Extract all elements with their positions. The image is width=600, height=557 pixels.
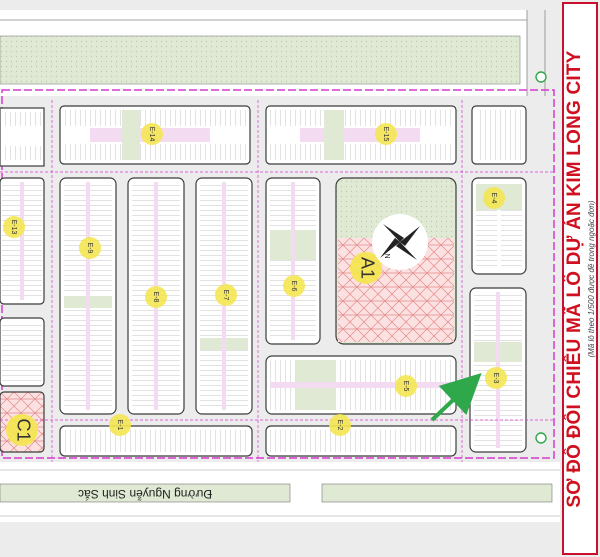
block-e15 (0, 107, 45, 167)
street-median (0, 483, 291, 503)
label-c1: C1 (13, 418, 33, 441)
lot-boundary-lines (0, 100, 554, 462)
pointer-arrow-icon (430, 372, 482, 422)
block-e5 (265, 355, 457, 415)
junction-marker (535, 432, 547, 444)
block-e16 (265, 105, 457, 165)
block-e1 (59, 425, 253, 457)
block-right-top (471, 105, 527, 165)
compass-icon: N (372, 214, 428, 270)
label-e6: E-6 (290, 281, 297, 292)
block-e2 (265, 425, 457, 457)
label-e1: E-1 (116, 420, 123, 431)
label-e8: E-8 (152, 292, 159, 303)
street-name: Đường Nguyễn Sinh Sắc (78, 487, 212, 502)
map-subtitle: (Mã lô theo 1/500 được đề trong ngoặc đơ… (587, 199, 596, 358)
green-park-strip (0, 35, 521, 85)
title-panel: SƠ ĐỒ ĐỐI CHIẾU MÃ LÔ DỰ ÁN KIM LONG CIT… (562, 2, 598, 555)
label-e2: E-2 (336, 420, 343, 431)
label-a1: A1 (357, 257, 377, 279)
label-e14: E-14 (148, 127, 155, 142)
map-title: SƠ ĐỒ ĐỐI CHIẾU MÃ LÔ DỰ ÁN KIM LONG CIT… (564, 49, 585, 508)
label-e9: E-9 (86, 243, 93, 254)
block-badges (3, 123, 507, 446)
label-e3: E-3 (492, 373, 499, 384)
label-e7: E-7 (222, 290, 229, 301)
label-e4: E-4 (490, 193, 497, 204)
junction-marker (535, 71, 547, 83)
compass-north-label: N (383, 253, 390, 258)
label-e13: E-13 (10, 220, 17, 235)
block-e6 (265, 177, 321, 345)
block-e13 (0, 177, 45, 305)
label-e15: E-15 (382, 127, 389, 142)
block-left-lower (0, 317, 45, 387)
label-e5: E-5 (402, 381, 409, 392)
block-e9 (59, 177, 117, 415)
